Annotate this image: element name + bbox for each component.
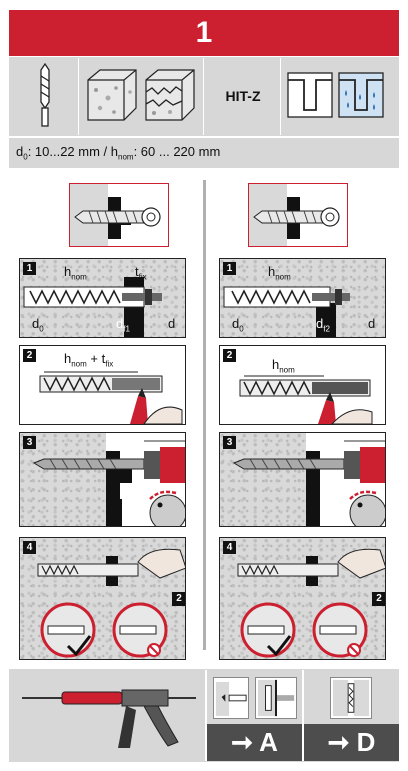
d0-label: d0 [232,316,244,334]
anchor-fill-icon-d [330,677,372,719]
dry-hole-icon [287,72,333,118]
step-number-badge: 1 [23,262,36,275]
drill-bit-icon [40,62,50,127]
anchor-fill-icon-a1 [213,677,249,719]
water-hole-icon [338,72,384,118]
d0-label: d0 [32,316,44,334]
dispenser-gun-icon [22,689,196,748]
step1-panel-right: 1 hnom d0 df2 d [219,258,386,338]
icon-divider [280,58,281,135]
anchor-rod-marking [239,375,373,424]
step-number-badge: 3 [23,436,36,449]
anchor-overview-left [69,183,169,247]
fixture-plate [316,303,336,337]
d-label: d [368,316,376,331]
parameter-text: d0: 10...22 mm / hnom: 60 ... 220 mm [16,144,221,162]
concrete-uncracked-icon [87,69,137,121]
drilling-illustration [232,440,385,526]
step-number-badge: 3 [223,436,236,449]
anchor-rod-marking [39,371,183,424]
step2-panel-left: 2 hnom + tfix [19,345,186,425]
header-bar [9,10,399,56]
option-d-button[interactable]: ➞ D [304,724,399,761]
anchor-rod [223,286,350,308]
hnom-label: hnom [268,264,291,282]
hnom-label: hnom [64,264,87,282]
step4-panel-right: 4 2 [219,537,386,660]
d-label: d [168,316,176,331]
inspection-illustration [37,548,185,658]
hnom-plus-tfix-label: hnom + tfix [64,351,114,369]
icon-divider [78,58,79,135]
step-number-badge: 4 [223,541,236,554]
goto-step-2-marker: 2 [176,593,182,604]
anchor-fill-icon-a2 [255,677,297,719]
parameter-bar [9,138,399,168]
step-number-badge: 1 [223,262,236,275]
step-number-badge: 2 [23,349,36,362]
step3-panel-left: 3 [19,432,186,527]
anchor-overview-right [248,183,348,247]
step2-panel-right: 2 hnom [219,345,386,425]
step3-panel-right: 3 [219,432,386,527]
step4-panel-left: 4 2 [19,537,186,660]
anchor-rod [23,286,162,308]
product-name: HIT-Z [225,88,261,104]
bottom-divider [302,670,304,761]
tfix-label: tfix [135,264,147,282]
step-number: 1 [195,16,213,49]
column-divider [203,180,206,650]
concrete-cracked-icon [145,69,195,121]
inspection-illustration [237,548,385,658]
goto-step-2-marker: 2 [376,593,382,604]
bottom-divider [205,670,207,761]
icon-row [9,57,399,136]
drilling-illustration [32,440,185,526]
icon-divider [203,58,204,135]
step-number-badge: 4 [23,541,36,554]
option-a-button[interactable]: ➞ A [207,724,302,761]
df-label: df2 [316,316,330,334]
df-label: df1 [116,316,130,334]
step1-panel-left: 1 hnom tfix d0 df1 d [19,258,186,338]
step-number-badge: 2 [223,349,236,362]
hnom-label: hnom [272,357,295,375]
